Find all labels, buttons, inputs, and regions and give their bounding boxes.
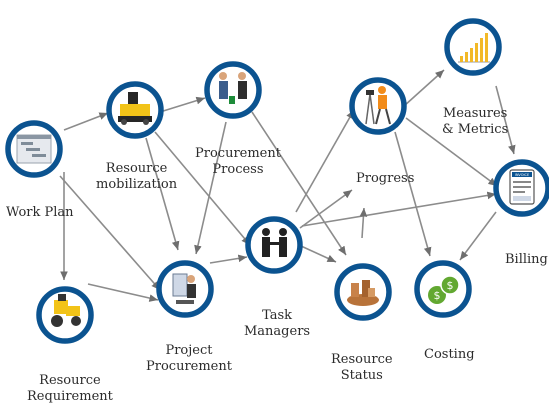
connector-procurement-process-to-project-procurement	[194, 121, 227, 255]
label-line: Resource	[105, 161, 168, 176]
label-line: Task	[262, 308, 293, 323]
label-line: Resource	[331, 352, 393, 367]
label-project-procurement: Project Procurement	[146, 343, 232, 375]
business-people-icon	[219, 72, 247, 104]
label-measures-metrics: Measures & Metrics	[442, 106, 508, 138]
label-text: Billing	[505, 252, 548, 267]
connector-task-managers-to-progress	[299, 189, 353, 229]
connector-measures-to-billing	[495, 85, 516, 155]
road-roller-icon	[51, 294, 81, 327]
connector-progress-to-measures	[403, 69, 445, 107]
label-text: Costing	[424, 347, 475, 362]
label-resource-mobilization: Resource mobilization	[96, 161, 177, 193]
node-resource-requirement	[36, 286, 94, 344]
node-resource-status	[334, 263, 392, 321]
bar-chart-icon	[458, 33, 490, 63]
node-task-managers	[245, 216, 303, 274]
label-line: Process	[212, 162, 264, 177]
dollar-glyph: $	[447, 279, 454, 292]
label-line: Project	[165, 343, 213, 358]
worker-checklist-icon	[172, 273, 196, 304]
connector-mobilization-to-procurement-process	[159, 96, 206, 113]
label-line: Resource	[39, 373, 101, 388]
label-billing: Billing	[505, 252, 548, 268]
paving-machine-icon	[118, 92, 152, 125]
label-line: Procurement	[146, 359, 232, 374]
node-measures-metrics	[444, 18, 502, 76]
label-text: Progress	[356, 171, 415, 186]
connector-mobilization-to-project-procurement	[145, 137, 180, 251]
connector-billing-to-costing	[459, 211, 497, 261]
label-work-plan: Work Plan	[6, 205, 74, 221]
node-procurement-process	[204, 61, 262, 119]
connector-workplan-to-mobilization	[63, 112, 109, 131]
node-work-plan	[5, 120, 63, 178]
label-line: & Metrics	[442, 122, 509, 137]
gantt-chart-icon	[16, 134, 52, 164]
connector-requirement-to-project-procurement	[87, 283, 159, 302]
node-costing: $ $	[414, 260, 472, 318]
invoice-icon: INVOICE	[509, 169, 535, 205]
label-line: Requirement	[27, 389, 113, 404]
node-resource-mobilization	[106, 81, 164, 139]
invoice-text: INVOICE	[515, 173, 529, 177]
dollar-glyph: $	[434, 289, 441, 302]
connector-mobilization-to-task-managers	[154, 131, 251, 246]
connector-progress-to-costing	[394, 131, 432, 257]
connector-resource-status-to-progress	[359, 207, 368, 239]
dollar-coins-icon: $ $	[428, 275, 460, 304]
label-line: mobilization	[96, 177, 178, 192]
label-task-managers: Task Managers	[244, 308, 310, 340]
label-procurement-process: Procurement Process	[195, 146, 281, 178]
node-progress	[349, 77, 407, 135]
handshake-icon	[262, 228, 287, 257]
label-line: Procurement	[195, 146, 281, 161]
label-progress: Progress	[356, 171, 414, 187]
label-resource-requirement: Resource Requirement	[27, 373, 113, 405]
connectors	[59, 69, 516, 302]
node-project-procurement	[156, 260, 214, 318]
node-billing: INVOICE	[493, 159, 549, 217]
label-line: Status	[340, 368, 383, 383]
connector-workplan-to-project-procurement	[59, 175, 161, 291]
connector-progress-to-billing	[405, 117, 498, 187]
materials-pile-icon	[347, 280, 379, 306]
label-line: Measures	[442, 106, 508, 121]
connector-task-managers-to-resource-status	[300, 245, 337, 263]
label-resource-status: Resource Status	[331, 352, 393, 384]
connector-task-managers-to-progress-upper	[295, 109, 355, 213]
label-text: Work Plan	[6, 205, 74, 220]
connector-task-managers-to-billing	[301, 191, 497, 227]
label-line: Managers	[244, 324, 311, 339]
label-costing: Costing	[424, 347, 475, 363]
surveyor-icon	[365, 86, 391, 125]
connector-procurement-process-to-resource-status	[251, 111, 347, 256]
connector-project-procurement-to-task-managers	[209, 254, 248, 264]
